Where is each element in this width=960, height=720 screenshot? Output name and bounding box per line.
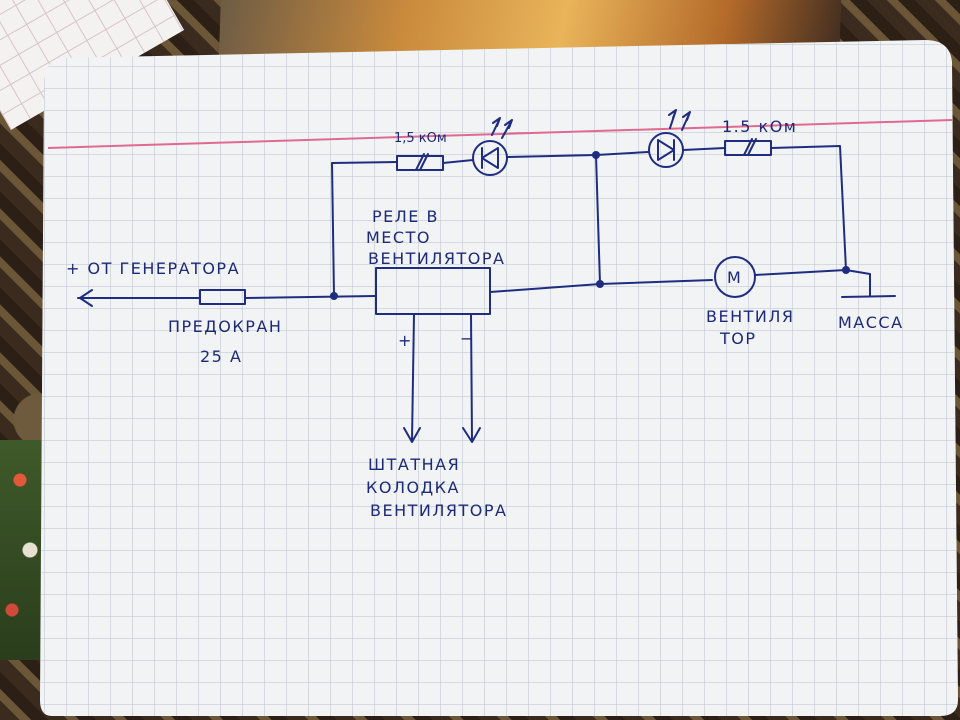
- connector-label-line2: КОЛОДКА: [366, 478, 460, 497]
- motor-letter: M: [727, 268, 742, 287]
- connector-label-line3: ВЕНТИЛЯТОРА: [370, 501, 507, 520]
- fuse-rating-label: 25 А: [200, 347, 242, 366]
- resistor-right-label: 1.5 кОм: [722, 117, 797, 136]
- ground-label: МАССА: [838, 313, 904, 332]
- resistor-left-label: 1,5 кОм: [394, 131, 447, 146]
- fan-label-line1: ВЕНТИЛЯ: [706, 307, 795, 326]
- led-left-symbol: [472, 140, 508, 176]
- connector-label-line1: ШТАТНАЯ: [368, 455, 460, 474]
- connector-wire-plus: [411, 313, 415, 441]
- minus-label: −: [460, 329, 475, 348]
- plus-label: +: [398, 331, 413, 350]
- fan-motor-symbol: [714, 256, 756, 298]
- margin-line: [47, 119, 953, 149]
- fan-label-line2: ТОР: [719, 329, 757, 348]
- connector-wire-minus: [470, 313, 473, 441]
- from-generator-label: + ОТ ГЕНЕРАТОРА: [66, 259, 240, 278]
- ground-bar: [841, 295, 896, 298]
- relay-label-line3: ВЕНТИЛЯТОРА: [368, 249, 505, 268]
- relay-label-line1: РЕЛЕ В: [372, 207, 439, 226]
- relay-label-line2: МЕСТО: [366, 228, 431, 247]
- fuse-label: ПРЕДОКРАН: [168, 317, 282, 336]
- circuit: [77, 109, 896, 443]
- fuse-symbol: [199, 289, 246, 305]
